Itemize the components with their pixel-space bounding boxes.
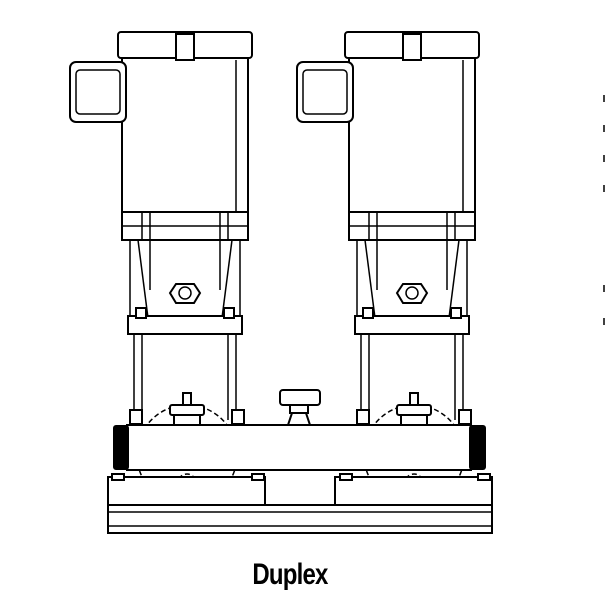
diagram-caption: Duplex bbox=[252, 558, 328, 591]
base-frame bbox=[107, 473, 493, 534]
pressure-gauge bbox=[279, 389, 321, 426]
header-pipe bbox=[113, 424, 486, 471]
